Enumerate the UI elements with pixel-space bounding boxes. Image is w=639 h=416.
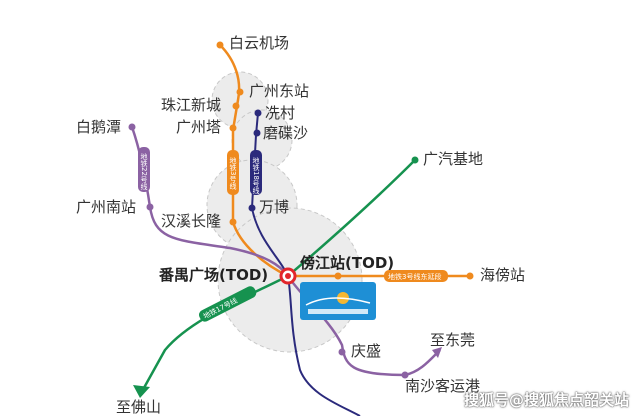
label-foshan: 至佛山 <box>116 398 162 416</box>
line-3-label: 地铁3号线 <box>229 156 237 189</box>
line-22-label: 地铁22号线 <box>140 152 148 190</box>
station-hanxi: 汉溪长隆 <box>161 212 222 230</box>
station-baiyun: 白云机场 <box>229 34 290 52</box>
station-qingsheng: 庆盛 <box>351 342 382 360</box>
station-panyu: 番禺广场(TOD) <box>159 266 269 284</box>
station-gzeast: 广州东站 <box>249 82 310 100</box>
line-18-label: 地铁18号线 <box>252 156 260 194</box>
station-haibang: 海傍站 <box>480 266 526 284</box>
station-gztower: 广州塔 <box>176 118 222 136</box>
station-wanbo: 万博 <box>259 198 290 216</box>
line-18 <box>250 112 361 416</box>
station-gzsouth: 广州南站 <box>76 198 137 216</box>
station-baietan: 白鹅潭 <box>76 118 122 136</box>
line-3-east-label: 地铁3号线东延段 <box>388 272 441 281</box>
station-guangqi: 广汽基地 <box>423 150 484 168</box>
station-xiancun: 冼村 <box>265 104 296 122</box>
station-pangjiang: 傍江站(TOD) <box>300 254 395 272</box>
arrow-dongguan-icon <box>432 347 442 358</box>
watermark: 搜狐号@搜狐焦点韶关站 <box>463 391 629 409</box>
station-modiesha: 磨碟沙 <box>263 124 309 142</box>
station-zhujiang: 珠江新城 <box>161 96 222 114</box>
arrow-foshan-icon <box>133 385 150 398</box>
label-dongguan: 至东莞 <box>430 331 476 349</box>
station-nansha: 南沙客运港 <box>405 377 481 395</box>
